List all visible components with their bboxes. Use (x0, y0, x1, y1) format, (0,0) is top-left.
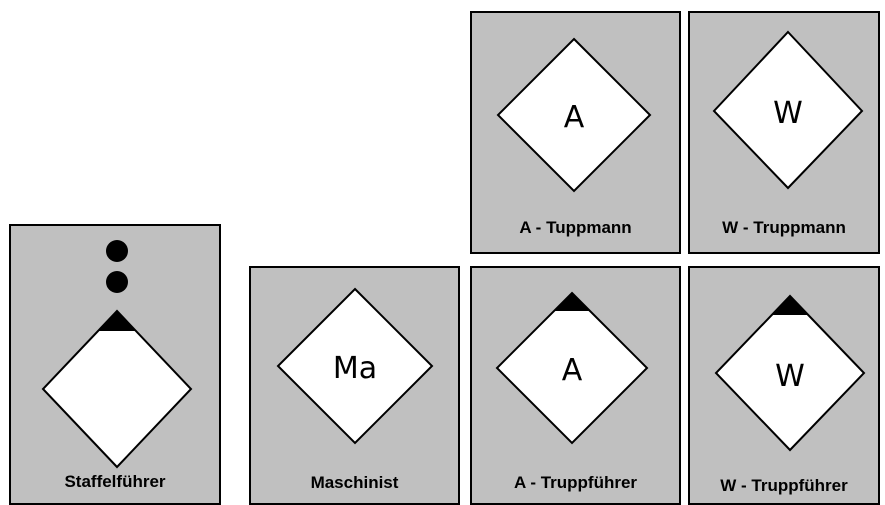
card-maschinist: Ma Maschinist (249, 266, 460, 505)
diamond-shape (495, 291, 649, 445)
symbol-letter: A (564, 100, 585, 135)
symbol-letter: Ma (333, 351, 377, 386)
card-label: W - Truppmann (722, 218, 846, 237)
diamond-symbol-w-truppmann: W (712, 30, 864, 190)
card-a-truppmann: A A - Tuppmann (470, 11, 681, 254)
diamond-symbol-a-truppfuehrer: A (495, 291, 649, 445)
rank-dot (106, 271, 128, 293)
symbol-letter: A (562, 353, 583, 388)
card-label: A - Tuppmann (519, 218, 632, 237)
card-w-truppmann: W W - Truppmann (688, 11, 880, 254)
diamond-shape (496, 37, 652, 193)
diamond-symbol-staffelfuehrer (41, 240, 193, 469)
symbol-letter: W (775, 359, 805, 394)
diamond-shape (714, 294, 866, 452)
rank-dot (106, 240, 128, 262)
diamond-symbol-a-truppmann: A (496, 37, 652, 193)
symbol-letter: W (773, 96, 803, 131)
card-label: Maschinist (310, 473, 399, 492)
diamond-shape (41, 309, 193, 469)
leader-tip-marker (772, 296, 808, 315)
card-label: Staffelführer (64, 472, 166, 491)
card-label: W - Truppführer (720, 476, 848, 495)
diamond-symbol-w-truppfuehrer: W (714, 294, 866, 452)
card-w-truppfuehrer: W W - Truppführer (688, 266, 880, 505)
card-a-truppfuehrer: A A - Truppführer (470, 266, 681, 505)
diamond-shape (276, 287, 434, 445)
diamond-symbol-maschinist: Ma (276, 287, 434, 445)
leader-tip-marker (97, 311, 137, 331)
leader-tip-marker (554, 293, 590, 311)
card-staffelfuehrer: Staffelführer (9, 224, 221, 505)
card-label: A - Truppführer (513, 473, 638, 492)
diamond-shape (712, 30, 864, 190)
